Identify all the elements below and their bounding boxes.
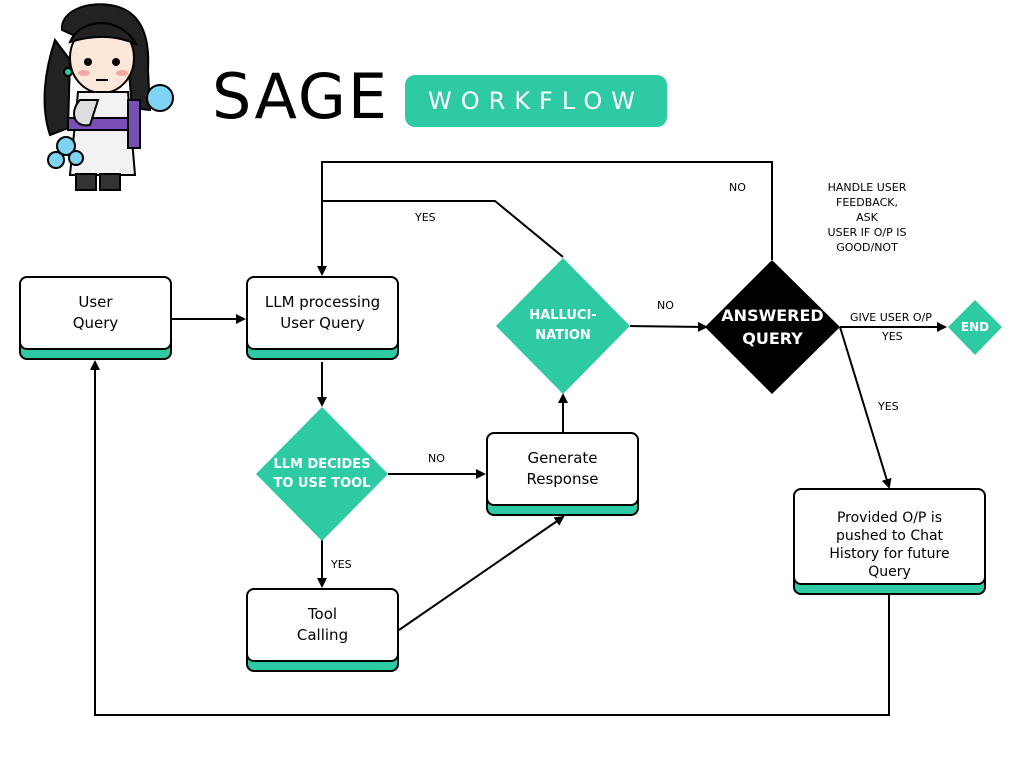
node-label: LLM processing User Query bbox=[246, 276, 399, 350]
answered-query-label: ANSWERED QUERY bbox=[721, 306, 824, 348]
workflow-badge: WORKFLOW bbox=[405, 75, 667, 127]
node-generate-response: Generate Response bbox=[486, 432, 639, 516]
edge-label-decides-yes: YES bbox=[331, 558, 352, 571]
node-chat-history: Provided O/P is pushed to Chat History f… bbox=[793, 488, 986, 595]
node-label: Provided O/P is pushed to Chat History f… bbox=[793, 488, 986, 585]
edge-label-hallucination-yes: YES bbox=[415, 211, 436, 224]
node-label: Generate Response bbox=[486, 432, 639, 506]
edge-hallucination-to-answered bbox=[629, 321, 708, 332]
chibi-sage-character-icon bbox=[43, 3, 174, 191]
edge-label-decides-no: NO bbox=[428, 452, 445, 465]
node-llm-processing: LLM processing User Query bbox=[246, 276, 399, 360]
edge-answered-to-llm bbox=[317, 161, 773, 276]
edge-history-to-user bbox=[90, 360, 890, 716]
page-title: SAGE bbox=[212, 60, 390, 133]
edge-tool-to-generate bbox=[398, 515, 565, 631]
edge-label-give-user-op: GIVE USER O/P bbox=[850, 311, 932, 324]
hallucination-diamond bbox=[496, 258, 630, 394]
node-label: Tool Calling bbox=[246, 588, 399, 662]
end-label: END bbox=[960, 320, 990, 334]
node-user-query: User Query bbox=[19, 276, 172, 360]
edge-answered-to-history bbox=[839, 326, 892, 489]
node-label: User Query bbox=[19, 276, 172, 350]
edge-label-answered-yes-history: YES bbox=[878, 400, 899, 413]
edge-label-hallucination-no: NO bbox=[657, 299, 674, 312]
node-tool-calling: Tool Calling bbox=[246, 588, 399, 672]
llm-decides-diamond bbox=[256, 407, 388, 541]
edge-label-answered-yes-end: YES bbox=[882, 330, 903, 343]
llm-decides-label: LLM DECIDES TO USE TOOL bbox=[273, 457, 371, 491]
hallucination-label: HALLUCI- NATION bbox=[529, 308, 597, 343]
feedback-note: HANDLE USER FEEDBACK, ASK USER IF O/P IS… bbox=[827, 181, 907, 254]
edge-hallucination-to-llm bbox=[322, 200, 564, 258]
end-diamond bbox=[948, 300, 1002, 355]
answered-query-diamond bbox=[705, 260, 840, 394]
edge-label-answered-no: NO bbox=[729, 181, 746, 194]
